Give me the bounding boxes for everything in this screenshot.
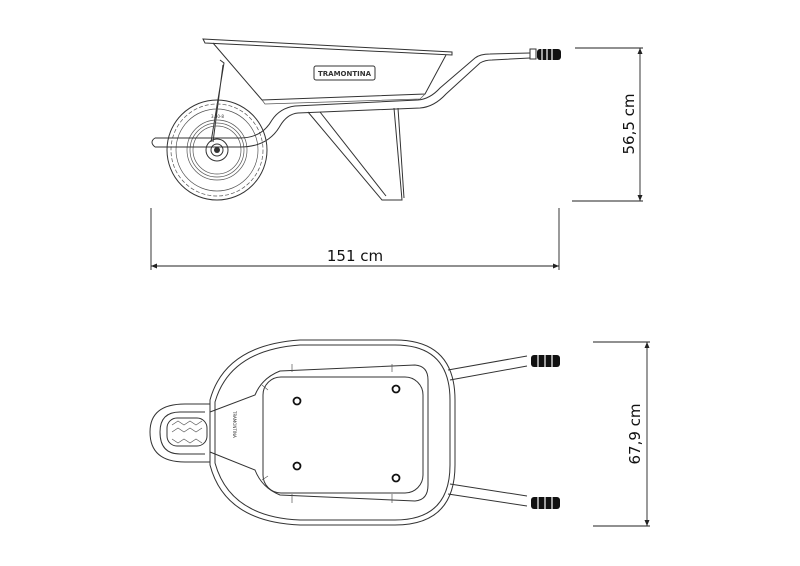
side-frame-tube (155, 52, 531, 139)
side-brace (210, 59, 225, 143)
top-handles (447, 355, 560, 509)
dimension-height: 56,5 cm (572, 47, 643, 202)
side-leg (307, 107, 405, 201)
bolt (292, 461, 302, 471)
width-label: 67,9 cm (626, 403, 644, 464)
top-wheel (149, 403, 210, 463)
side-view: TRAMONTINA 3.50-8 (151, 38, 561, 201)
top-brand-logo: TRAMONTINA (232, 410, 237, 438)
height-label: 56,5 cm (620, 93, 638, 154)
bolt (391, 384, 401, 394)
side-tray: TRAMONTINA (202, 38, 453, 105)
brand-logo-text: TRAMONTINA (318, 70, 372, 78)
length-label: 151 cm (327, 247, 383, 265)
top-view: TRAMONTINA (149, 339, 560, 526)
side-handle-grip (529, 48, 561, 60)
brand-logo-plate (313, 65, 376, 81)
dimension-width: 67,9 cm (593, 341, 650, 527)
bolt (292, 396, 302, 406)
top-basin: TRAMONTINA (209, 339, 456, 526)
dimension-length: 151 cm (150, 208, 560, 270)
bolt (391, 473, 401, 483)
tire-marking: 3.50-8 (211, 114, 224, 119)
side-frame-tube-lower (155, 57, 531, 148)
side-wheel: 3.50-8 (166, 99, 268, 201)
basin-bolts (292, 384, 401, 483)
